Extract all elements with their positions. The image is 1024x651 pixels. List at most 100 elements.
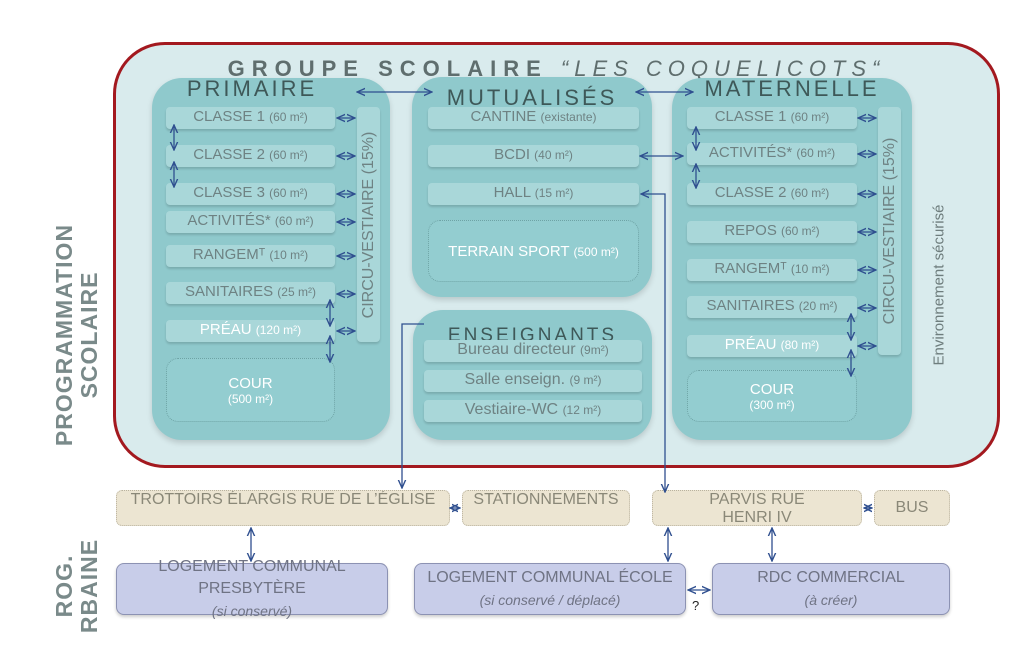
room-name: Bureau directeur [457, 341, 576, 358]
room-name: Vestiaire-WC [464, 401, 559, 418]
room-name: PRÉAU [724, 336, 777, 353]
cour-name: COUR [749, 380, 795, 398]
side-label-line: SCOLAIRE [76, 271, 102, 399]
stationnements-box: STATIONNEMENTS [462, 490, 630, 526]
room-name: CLASSE 3 [193, 184, 265, 201]
title-main: GROUPE SCOLAIRE [227, 56, 548, 81]
maternelle-room: PRÉAU (80 m²) [687, 335, 857, 357]
terrain-name: TERRAIN SPORT [448, 242, 570, 260]
maternelle-room: CLASSE 1 (60 m²) [687, 107, 857, 129]
room-area: (existante) [540, 110, 597, 124]
building-name: LOGEMENT COMMUNAL PRESBYTÈRE [158, 558, 346, 597]
mutualises-title: MUTUALISÉS [446, 85, 618, 109]
room-area: (9 m²) [569, 373, 602, 387]
room-area: (60 m²) [269, 110, 308, 124]
side-label-line: ROG. [51, 554, 77, 618]
primaire-room: RANGEMᵀ (10 m²) [166, 245, 335, 267]
room-name: BCDI [494, 146, 530, 163]
maternelle-room: SANITAIRES (20 m²) [687, 296, 857, 318]
room-area: (20 m²) [798, 299, 838, 313]
primaire-cour: COUR(500 m²) [166, 358, 335, 422]
maternelle-title: MATERNELLE [704, 76, 880, 101]
enseignants-room: Vestiaire-WC (12 m²) [424, 400, 642, 422]
building-note: (si conservé) [211, 603, 293, 619]
primaire-room: CLASSE 1 (60 m²) [166, 107, 335, 129]
room-area: (15 m²) [534, 186, 574, 200]
room-name: ACTIVITÉS* [708, 144, 793, 161]
side-label-line: PROGRAMMATION [51, 223, 77, 447]
terrain-area: (500 m²) [573, 244, 619, 259]
room-name: HALL [493, 184, 531, 201]
environment-text: Environnement sécurisé [930, 204, 948, 366]
primaire-title: PRIMAIRE [186, 76, 318, 101]
cour-area: (300 m²) [749, 397, 795, 412]
room-name: ACTIVITÉS* [187, 212, 271, 229]
bus-box: BUS [874, 490, 950, 526]
environment-label: Environnement sécurisé [928, 180, 950, 390]
primaire-circulation: CIRCU-VESTIAIRE (15%) [357, 107, 380, 342]
maternelle-room: CLASSE 2 (60 m²) [687, 183, 857, 205]
room-area: (60 m²) [269, 186, 308, 200]
enseignants-title: ENSEIGNANTS [447, 325, 618, 340]
room-name: PRÉAU [199, 321, 252, 338]
logement-presbytere: LOGEMENT COMMUNAL PRESBYTÈRE (si conservé… [116, 558, 388, 619]
room-name: REPOS [724, 222, 777, 239]
room-name: SANITAIRES [185, 283, 274, 300]
maternelle-circulation: CIRCU-VESTIAIRE (15%) [878, 107, 901, 355]
room-area: (80 m²) [780, 338, 820, 352]
room-area: (120 m²) [255, 323, 302, 337]
room-area: (10 m²) [269, 248, 309, 262]
side-label-line: RBAINE [76, 538, 102, 634]
circulation-label: CIRCU-VESTIAIRE (15%) [359, 131, 377, 318]
room-area: (12 m²) [562, 403, 602, 417]
room-name: Salle enseign. [464, 371, 566, 388]
enseignants-room: Salle enseign. (9 m²) [424, 370, 642, 392]
primaire-room: CLASSE 2 (60 m²) [166, 145, 335, 167]
room-name: CLASSE 1 [193, 108, 265, 125]
maternelle-room: ACTIVITÉS* (60 m²) [687, 143, 857, 165]
room-name: CLASSE 2 [193, 146, 265, 163]
terrain-sport: TERRAIN SPORT (500 m²) [428, 220, 639, 282]
room-area: (60 m²) [796, 146, 836, 160]
room-area: (60 m²) [790, 110, 830, 124]
title-school-name: “LES COQUELICOTS“ [560, 56, 886, 81]
maternelle-cour: COUR(300 m²) [687, 370, 857, 422]
rdc-commercial: RDC COMMERCIAL (à créer) [712, 563, 950, 615]
question-mark: ? [692, 598, 700, 613]
parvis-box: PARVIS RUE HENRI IV [652, 490, 862, 526]
enseignants-room: Bureau directeur (9m²) [424, 340, 642, 362]
room-name: CLASSE 2 [714, 184, 787, 201]
room-area: (60 m²) [269, 148, 308, 162]
trottoirs-box: TROTTOIRS ÉLARGIS RUE DE L’ÉGLISE [116, 490, 450, 526]
room-area: (60 m²) [781, 224, 820, 238]
maternelle-room: REPOS (60 m²) [687, 221, 857, 243]
primaire-room: SANITAIRES (25 m²) [166, 282, 335, 304]
circulation-label: CIRCU-VESTIAIRE (15%) [880, 137, 898, 325]
cour-area: (500 m²) [227, 391, 274, 406]
building-name: RDC COMMERCIAL [757, 569, 905, 586]
primaire-room: PRÉAU (120 m²) [166, 320, 335, 342]
mutualises-room: BCDI (40 m²) [428, 145, 639, 167]
diagram-title: GROUPE SCOLAIRE “LES COQUELICOTS“ [113, 56, 1000, 82]
maternelle-room: RANGEMᵀ (10 m²) [687, 259, 857, 281]
room-name: CLASSE 1 [714, 108, 787, 125]
room-area: (40 m²) [534, 148, 573, 162]
building-note: (si conservé / déplacé) [479, 592, 621, 608]
room-name: CANTINE [470, 108, 537, 125]
primaire-room: ACTIVITÉS* (60 m²) [166, 211, 335, 233]
building-note: (à créer) [804, 592, 858, 608]
room-area: (25 m²) [277, 285, 316, 299]
room-area: (10 m²) [790, 262, 830, 276]
room-area: (9m²) [580, 343, 609, 357]
building-name: LOGEMENT COMMUNAL ÉCOLE [427, 569, 673, 586]
label-programmation-urbaine: ROG.RBAINE [51, 530, 102, 642]
room-name: RANGEMᵀ [192, 246, 266, 263]
cour-name: COUR [228, 374, 273, 392]
logement-ecole: LOGEMENT COMMUNAL ÉCOLE (si conservé / dé… [414, 563, 686, 615]
room-name: SANITAIRES [706, 297, 795, 314]
mutualises-room: HALL (15 m²) [428, 183, 639, 205]
room-area: (60 m²) [274, 214, 314, 228]
room-area: (60 m²) [790, 186, 830, 200]
room-name: RANGEMᵀ [714, 260, 787, 277]
